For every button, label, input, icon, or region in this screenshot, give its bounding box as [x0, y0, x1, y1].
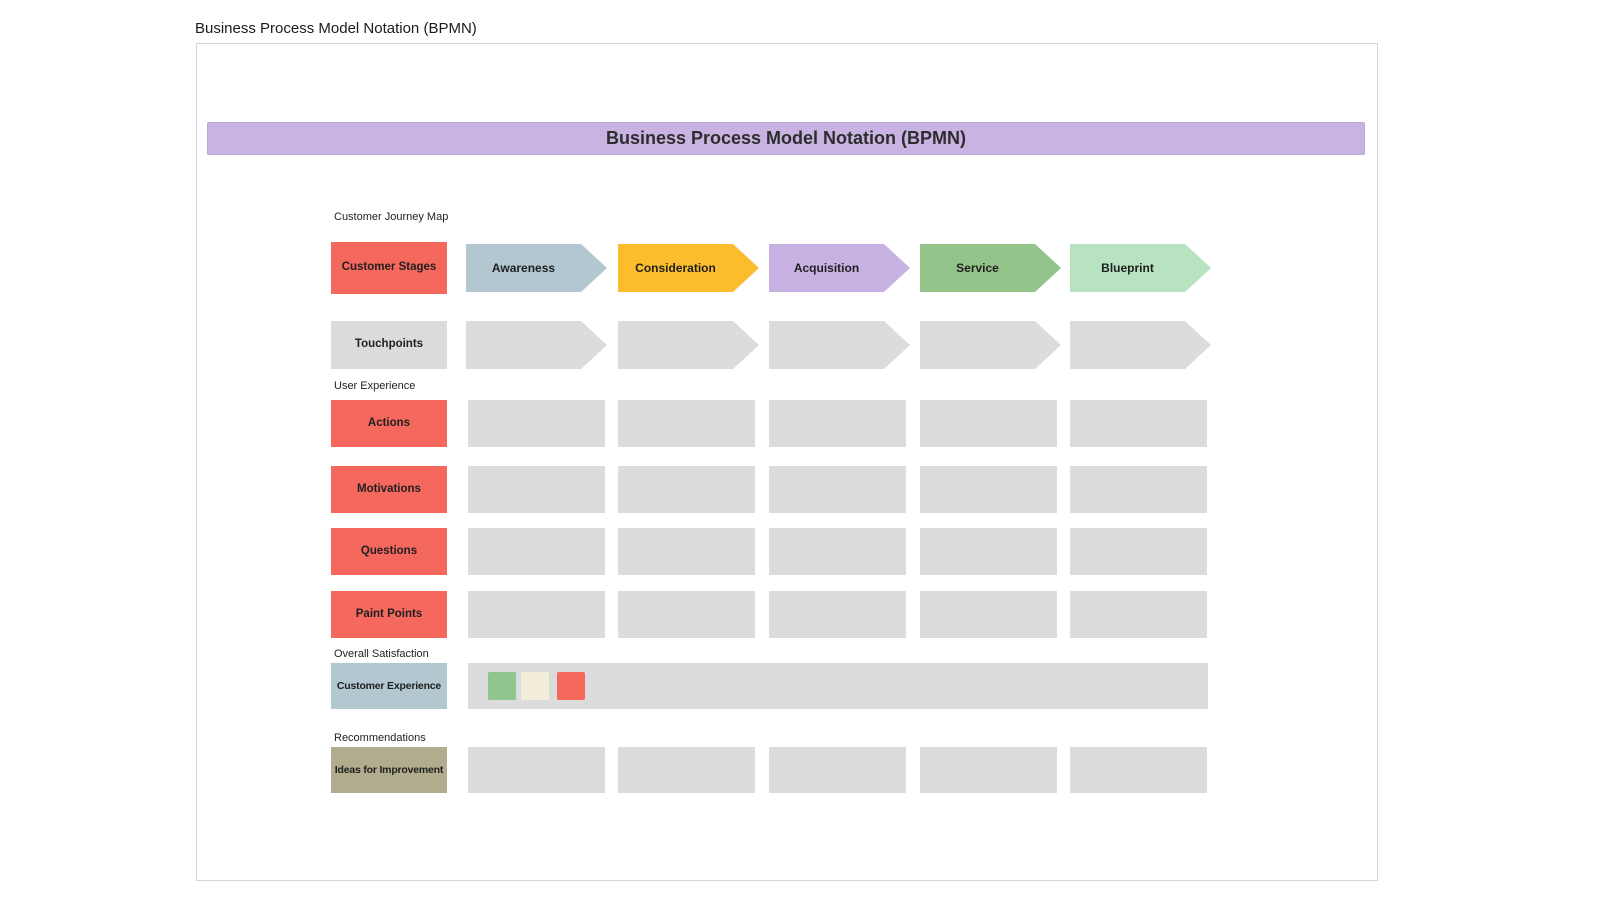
actions-cell[interactable]: [618, 400, 755, 447]
touchpoints-header[interactable]: Touchpoints: [331, 321, 447, 369]
journey-map-label: Customer Journey Map: [334, 211, 449, 223]
satisfaction-marker-negative[interactable]: [557, 672, 585, 700]
stage-blueprint[interactable]: Blueprint: [1070, 244, 1211, 292]
pain-points-cell[interactable]: [1070, 591, 1207, 638]
questions-cell[interactable]: [769, 528, 906, 575]
stage-acquisition[interactable]: Acquisition: [769, 244, 910, 292]
questions-header[interactable]: Questions: [331, 528, 447, 575]
satisfaction-marker-positive[interactable]: [488, 672, 516, 700]
pain-points-cell[interactable]: [468, 591, 605, 638]
actions-cell[interactable]: [468, 400, 605, 447]
actions-cell[interactable]: [920, 400, 1057, 447]
touchpoint-cell[interactable]: [466, 321, 607, 369]
touchpoint-cell[interactable]: [618, 321, 759, 369]
recommendations-label: Recommendations: [334, 732, 426, 744]
questions-cell[interactable]: [618, 528, 755, 575]
ideas-cell[interactable]: [618, 747, 755, 793]
satisfaction-marker-neutral[interactable]: [521, 672, 549, 700]
ideas-cell[interactable]: [769, 747, 906, 793]
actions-cell[interactable]: [1070, 400, 1207, 447]
ideas-cell[interactable]: [1070, 747, 1207, 793]
touchpoint-cell[interactable]: [1070, 321, 1211, 369]
actions-header[interactable]: Actions: [331, 400, 447, 447]
questions-cell[interactable]: [920, 528, 1057, 575]
touchpoint-cell[interactable]: [920, 321, 1061, 369]
questions-cell[interactable]: [468, 528, 605, 575]
user-experience-label: User Experience: [334, 380, 416, 392]
stage-service[interactable]: Service: [920, 244, 1061, 292]
overall-satisfaction-label: Overall Satisfaction: [334, 648, 429, 660]
stage-consideration[interactable]: Consideration: [618, 244, 759, 292]
pain-points-cell[interactable]: [618, 591, 755, 638]
motivations-cell[interactable]: [920, 466, 1057, 513]
motivations-cell[interactable]: [468, 466, 605, 513]
motivations-cell[interactable]: [1070, 466, 1207, 513]
pain-points-cell[interactable]: [920, 591, 1057, 638]
ideas-header[interactable]: Ideas for Improvement: [331, 747, 447, 793]
diagram-title-banner[interactable]: Business Process Model Notation (BPMN): [207, 122, 1365, 155]
stage-awareness[interactable]: Awareness: [466, 244, 607, 292]
pain-points-header[interactable]: Paint Points: [331, 591, 447, 638]
ideas-cell[interactable]: [920, 747, 1057, 793]
pain-points-cell[interactable]: [769, 591, 906, 638]
actions-cell[interactable]: [769, 400, 906, 447]
customer-stages-header[interactable]: Customer Stages: [331, 242, 447, 294]
motivations-cell[interactable]: [769, 466, 906, 513]
page-title: Business Process Model Notation (BPMN): [195, 20, 477, 37]
motivations-header[interactable]: Motivations: [331, 466, 447, 513]
ideas-cell[interactable]: [468, 747, 605, 793]
motivations-cell[interactable]: [618, 466, 755, 513]
customer-experience-header[interactable]: Customer Experience: [331, 663, 447, 709]
questions-cell[interactable]: [1070, 528, 1207, 575]
touchpoint-cell[interactable]: [769, 321, 910, 369]
diagram-canvas[interactable]: Business Process Model Notation (BPMN) C…: [196, 43, 1378, 881]
experience-bar[interactable]: [468, 663, 1208, 709]
